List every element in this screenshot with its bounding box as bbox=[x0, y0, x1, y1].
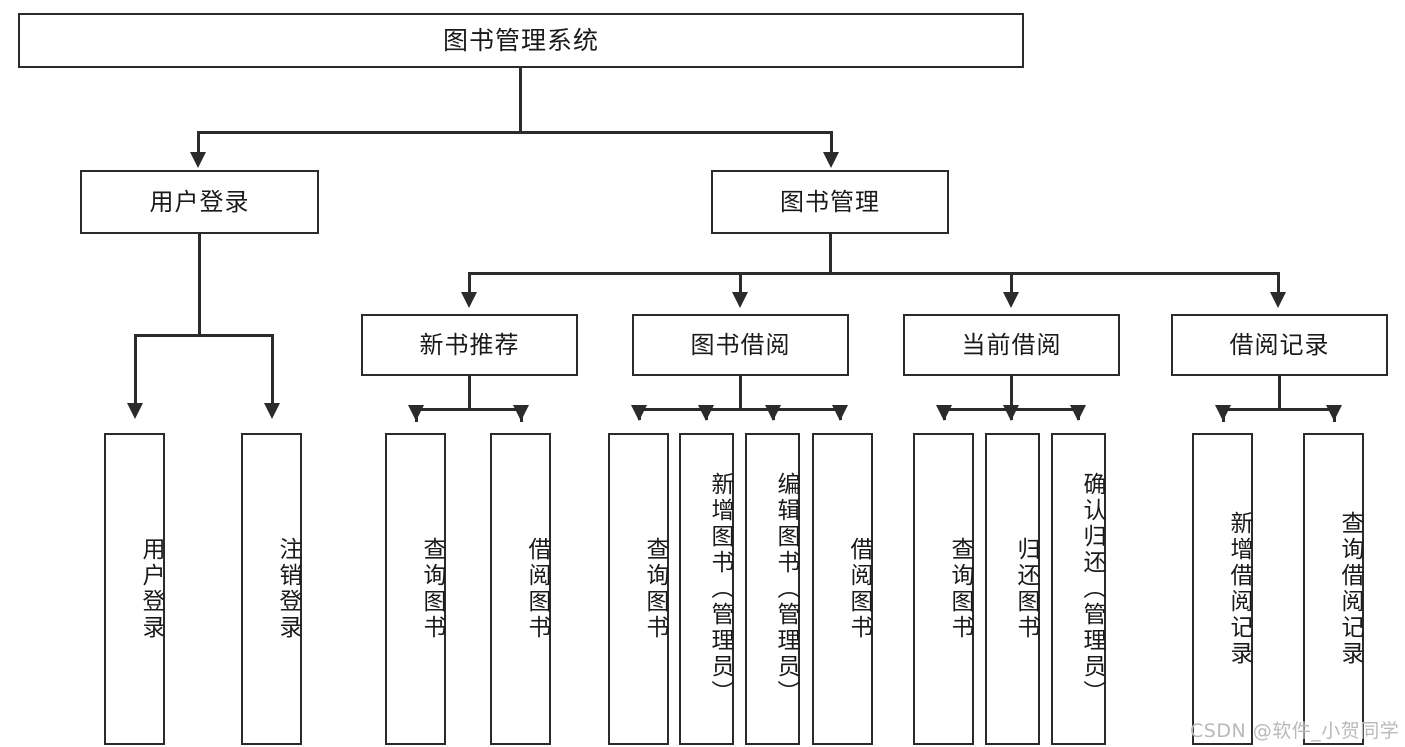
watermark-text: CSDN @软件_小贺同学 bbox=[1190, 720, 1400, 742]
arrow-root-to-book-manage bbox=[823, 152, 839, 168]
arrow-current-borrow-leaf-2 bbox=[1003, 405, 1019, 421]
edge-root-to-book-manage bbox=[830, 131, 833, 155]
leaf-book-borrow-query[interactable]: 查询图书 bbox=[608, 433, 669, 745]
edge-user-login-bus bbox=[134, 334, 274, 337]
arrow-to-new-book-recommend bbox=[461, 292, 477, 308]
edge-new-book-stem bbox=[468, 376, 471, 410]
arrow-root-to-user-login bbox=[190, 152, 206, 168]
arrow-user-login-leaf-1 bbox=[127, 403, 143, 419]
leaf-new-book-borrow[interactable]: 借阅图书 bbox=[490, 433, 551, 745]
leaf-new-book-query[interactable]: 查询图书 bbox=[385, 433, 446, 745]
leaf-user-login-logout[interactable]: 注销登录 bbox=[241, 433, 302, 745]
leaf-label: 借阅图书 bbox=[524, 537, 550, 641]
leaf-label: 归还图书 bbox=[1013, 537, 1039, 641]
arrow-book-borrow-leaf-4 bbox=[832, 405, 848, 421]
edge-book-manage-bus bbox=[468, 272, 1280, 275]
arrow-new-book-leaf-1 bbox=[408, 405, 424, 421]
node-new-book-recommend[interactable]: 新书推荐 bbox=[361, 314, 578, 376]
edge-book-borrow-bus bbox=[638, 408, 842, 411]
leaf-label: 查询借阅记录 bbox=[1337, 511, 1363, 667]
arrow-borrow-record-leaf-1 bbox=[1215, 405, 1231, 421]
leaf-label: 确认归还（管理员） bbox=[1079, 472, 1105, 706]
node-root-system[interactable]: 图书管理系统 bbox=[18, 13, 1024, 68]
edge-book-manage-drop-2 bbox=[739, 272, 742, 294]
arrow-to-borrow-record bbox=[1270, 292, 1286, 308]
leaf-label: 查询图书 bbox=[419, 537, 445, 641]
leaf-current-borrow-return[interactable]: 归还图书 bbox=[985, 433, 1040, 745]
edge-user-login-stem bbox=[198, 234, 201, 336]
leaf-current-borrow-confirm[interactable]: 确认归还（管理员） bbox=[1051, 433, 1106, 745]
arrow-current-borrow-leaf-1 bbox=[936, 405, 952, 421]
leaf-borrow-record-query[interactable]: 查询借阅记录 bbox=[1303, 433, 1364, 745]
leaf-label: 注销登录 bbox=[275, 537, 301, 641]
leaf-label: 查询图书 bbox=[947, 537, 973, 641]
edge-root-to-user-login bbox=[197, 131, 200, 155]
edge-root-bus bbox=[197, 131, 833, 134]
node-book-management[interactable]: 图书管理 bbox=[711, 170, 949, 234]
leaf-book-borrow-add[interactable]: 新增图书（管理员） bbox=[679, 433, 734, 745]
leaf-book-borrow-edit[interactable]: 编辑图书（管理员） bbox=[745, 433, 800, 745]
edge-root-stem bbox=[519, 68, 522, 132]
arrow-new-book-leaf-2 bbox=[513, 405, 529, 421]
arrow-borrow-record-leaf-2 bbox=[1326, 405, 1342, 421]
edge-user-login-drop-1 bbox=[134, 334, 137, 406]
edge-book-manage-stem bbox=[829, 234, 832, 274]
edge-new-book-bus bbox=[415, 408, 523, 411]
leaf-label: 新增借阅记录 bbox=[1226, 511, 1252, 667]
node-current-borrow[interactable]: 当前借阅 bbox=[903, 314, 1120, 376]
leaf-user-login-login[interactable]: 用户登录 bbox=[104, 433, 165, 745]
arrow-book-borrow-leaf-1 bbox=[631, 405, 647, 421]
edge-book-manage-drop-3 bbox=[1010, 272, 1013, 294]
leaf-borrow-record-add[interactable]: 新增借阅记录 bbox=[1192, 433, 1253, 745]
leaf-book-borrow-borrow[interactable]: 借阅图书 bbox=[812, 433, 873, 745]
arrow-book-borrow-leaf-2 bbox=[698, 405, 714, 421]
leaf-current-borrow-query[interactable]: 查询图书 bbox=[913, 433, 974, 745]
leaf-label: 新增图书（管理员） bbox=[707, 472, 733, 706]
arrow-book-borrow-leaf-3 bbox=[765, 405, 781, 421]
edge-book-manage-drop-1 bbox=[468, 272, 471, 294]
edge-book-borrow-stem bbox=[739, 376, 742, 410]
edge-borrow-record-bus bbox=[1222, 408, 1336, 411]
leaf-label: 编辑图书（管理员） bbox=[773, 472, 799, 706]
leaf-label: 用户登录 bbox=[138, 537, 164, 641]
edge-user-login-drop-2 bbox=[271, 334, 274, 406]
edge-borrow-record-stem bbox=[1278, 376, 1281, 410]
arrow-to-book-borrow bbox=[732, 292, 748, 308]
arrow-user-login-leaf-2 bbox=[264, 403, 280, 419]
edge-current-borrow-stem bbox=[1010, 376, 1013, 410]
node-borrow-record[interactable]: 借阅记录 bbox=[1171, 314, 1388, 376]
edge-book-manage-drop-4 bbox=[1277, 272, 1280, 294]
arrow-to-current-borrow bbox=[1003, 292, 1019, 308]
leaf-label: 查询图书 bbox=[642, 537, 668, 641]
leaf-label: 借阅图书 bbox=[846, 537, 872, 641]
arrow-current-borrow-leaf-3 bbox=[1070, 405, 1086, 421]
node-book-borrow[interactable]: 图书借阅 bbox=[632, 314, 849, 376]
node-user-login[interactable]: 用户登录 bbox=[80, 170, 319, 234]
